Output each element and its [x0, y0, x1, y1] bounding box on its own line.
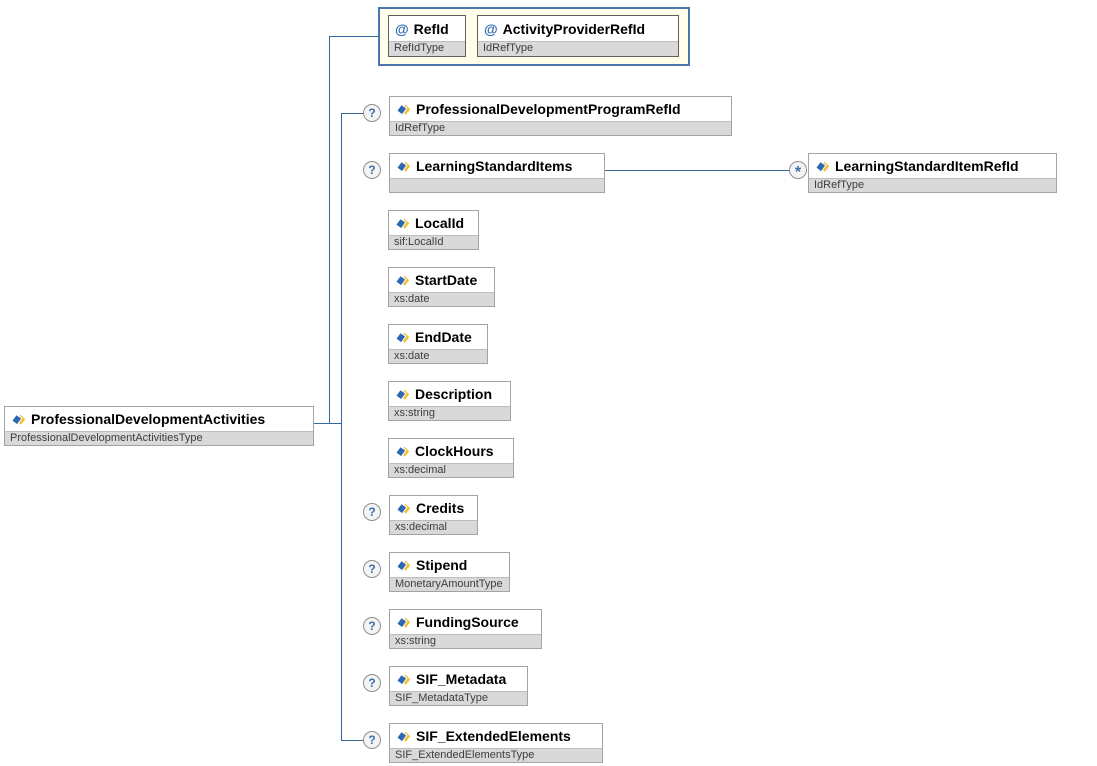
element-icon: [395, 331, 410, 344]
attribute-type: RefIdType: [389, 41, 465, 56]
attribute-label: ActivityProviderRefId: [502, 20, 646, 37]
element-node-enddate[interactable]: EndDate xs:date: [388, 324, 488, 364]
element-node-professionaldevelopmentactivities[interactable]: ProfessionalDevelopmentActivities Profes…: [4, 406, 314, 446]
element-type: IdRefType: [390, 121, 731, 135]
element-icon: [396, 673, 411, 686]
connector-root-stub: [314, 423, 342, 424]
element-label: Credits: [416, 500, 465, 516]
element-type: xs:decimal: [389, 463, 513, 477]
element-label: Stipend: [416, 557, 468, 573]
optional-indicator: ?: [363, 503, 381, 521]
element-node-learningstandarditemrefid[interactable]: LearningStandardItemRefId IdRefType: [808, 153, 1057, 193]
element-type: SIF_ExtendedElementsType: [390, 748, 602, 762]
element-icon: [396, 160, 411, 173]
optional-indicator: ?: [363, 674, 381, 692]
connector-last-child-stub: [341, 740, 364, 741]
element-node-sif-extendedelements[interactable]: SIF_ExtendedElements SIF_ExtendedElement…: [389, 723, 603, 763]
element-label: LocalId: [415, 215, 465, 231]
element-label: Description: [415, 386, 493, 402]
attribute-type: IdRefType: [478, 41, 678, 56]
element-type: IdRefType: [809, 178, 1056, 192]
element-node-learningstandarditems[interactable]: LearningStandardItems: [389, 153, 605, 193]
connector-attr-vertical: [329, 36, 330, 423]
element-icon: [815, 160, 830, 173]
element-label: FundingSource: [416, 614, 519, 630]
optional-indicator: ?: [363, 560, 381, 578]
element-type: xs:string: [390, 634, 541, 648]
element-type: [390, 178, 604, 192]
element-type: xs:date: [389, 292, 494, 306]
attribute-node-refid[interactable]: @ RefId RefIdType: [388, 15, 466, 57]
element-label: LearningStandardItemRefId: [835, 158, 1019, 174]
element-type: sif:LocalId: [389, 235, 478, 249]
element-type: ProfessionalDevelopmentActivitiesType: [5, 431, 313, 445]
element-node-fundingsource[interactable]: FundingSource xs:string: [389, 609, 542, 649]
connector-attr-horizontal: [329, 36, 378, 37]
optional-indicator: ?: [363, 161, 381, 179]
element-icon: [11, 413, 26, 426]
element-label: SIF_ExtendedElements: [416, 728, 571, 744]
optional-indicator: ?: [363, 617, 381, 635]
element-icon: [395, 274, 410, 287]
element-icon: [396, 103, 411, 116]
element-label: ProfessionalDevelopmentActivities: [31, 411, 266, 427]
repeating-indicator: *: [789, 161, 807, 181]
attribute-icon: @: [484, 20, 498, 37]
element-label: ProfessionalDevelopmentProgramRefId: [416, 101, 681, 117]
element-icon: [395, 217, 410, 230]
element-label: StartDate: [415, 272, 478, 288]
element-label: LearningStandardItems: [416, 158, 573, 174]
attribute-icon: @: [395, 20, 409, 37]
connector-first-child-stub: [341, 113, 364, 114]
element-type: MonetaryAmountType: [390, 577, 509, 591]
connector-learningstandarditems-child: [605, 170, 790, 171]
element-icon: [395, 388, 410, 401]
element-type: xs:date: [389, 349, 487, 363]
element-icon: [396, 730, 411, 743]
element-label: EndDate: [415, 329, 472, 345]
attribute-node-activityproviderrefid[interactable]: @ ActivityProviderRefId IdRefType: [477, 15, 679, 57]
element-icon: [396, 616, 411, 629]
element-icon: [395, 445, 410, 458]
element-node-professionaldevelopmentprogramrefid[interactable]: ProfessionalDevelopmentProgramRefId IdRe…: [389, 96, 732, 136]
element-type: xs:decimal: [390, 520, 477, 534]
attribute-group-box: @ RefId RefIdType @ ActivityProviderRefI…: [378, 7, 690, 66]
element-node-localid[interactable]: LocalId sif:LocalId: [388, 210, 479, 250]
element-type: xs:string: [389, 406, 510, 420]
element-label: SIF_Metadata: [416, 671, 507, 687]
attribute-label: RefId: [413, 20, 449, 37]
element-label: ClockHours: [415, 443, 494, 459]
element-node-description[interactable]: Description xs:string: [388, 381, 511, 421]
optional-indicator: ?: [363, 104, 381, 122]
connector-children-trunk: [341, 113, 342, 740]
optional-indicator: ?: [363, 731, 381, 749]
element-node-clockhours[interactable]: ClockHours xs:decimal: [388, 438, 514, 478]
element-node-credits[interactable]: Credits xs:decimal: [389, 495, 478, 535]
element-type: SIF_MetadataType: [390, 691, 527, 705]
element-icon: [396, 502, 411, 515]
element-node-startdate[interactable]: StartDate xs:date: [388, 267, 495, 307]
element-node-stipend[interactable]: Stipend MonetaryAmountType: [389, 552, 510, 592]
element-icon: [396, 559, 411, 572]
element-node-sif-metadata[interactable]: SIF_Metadata SIF_MetadataType: [389, 666, 528, 706]
